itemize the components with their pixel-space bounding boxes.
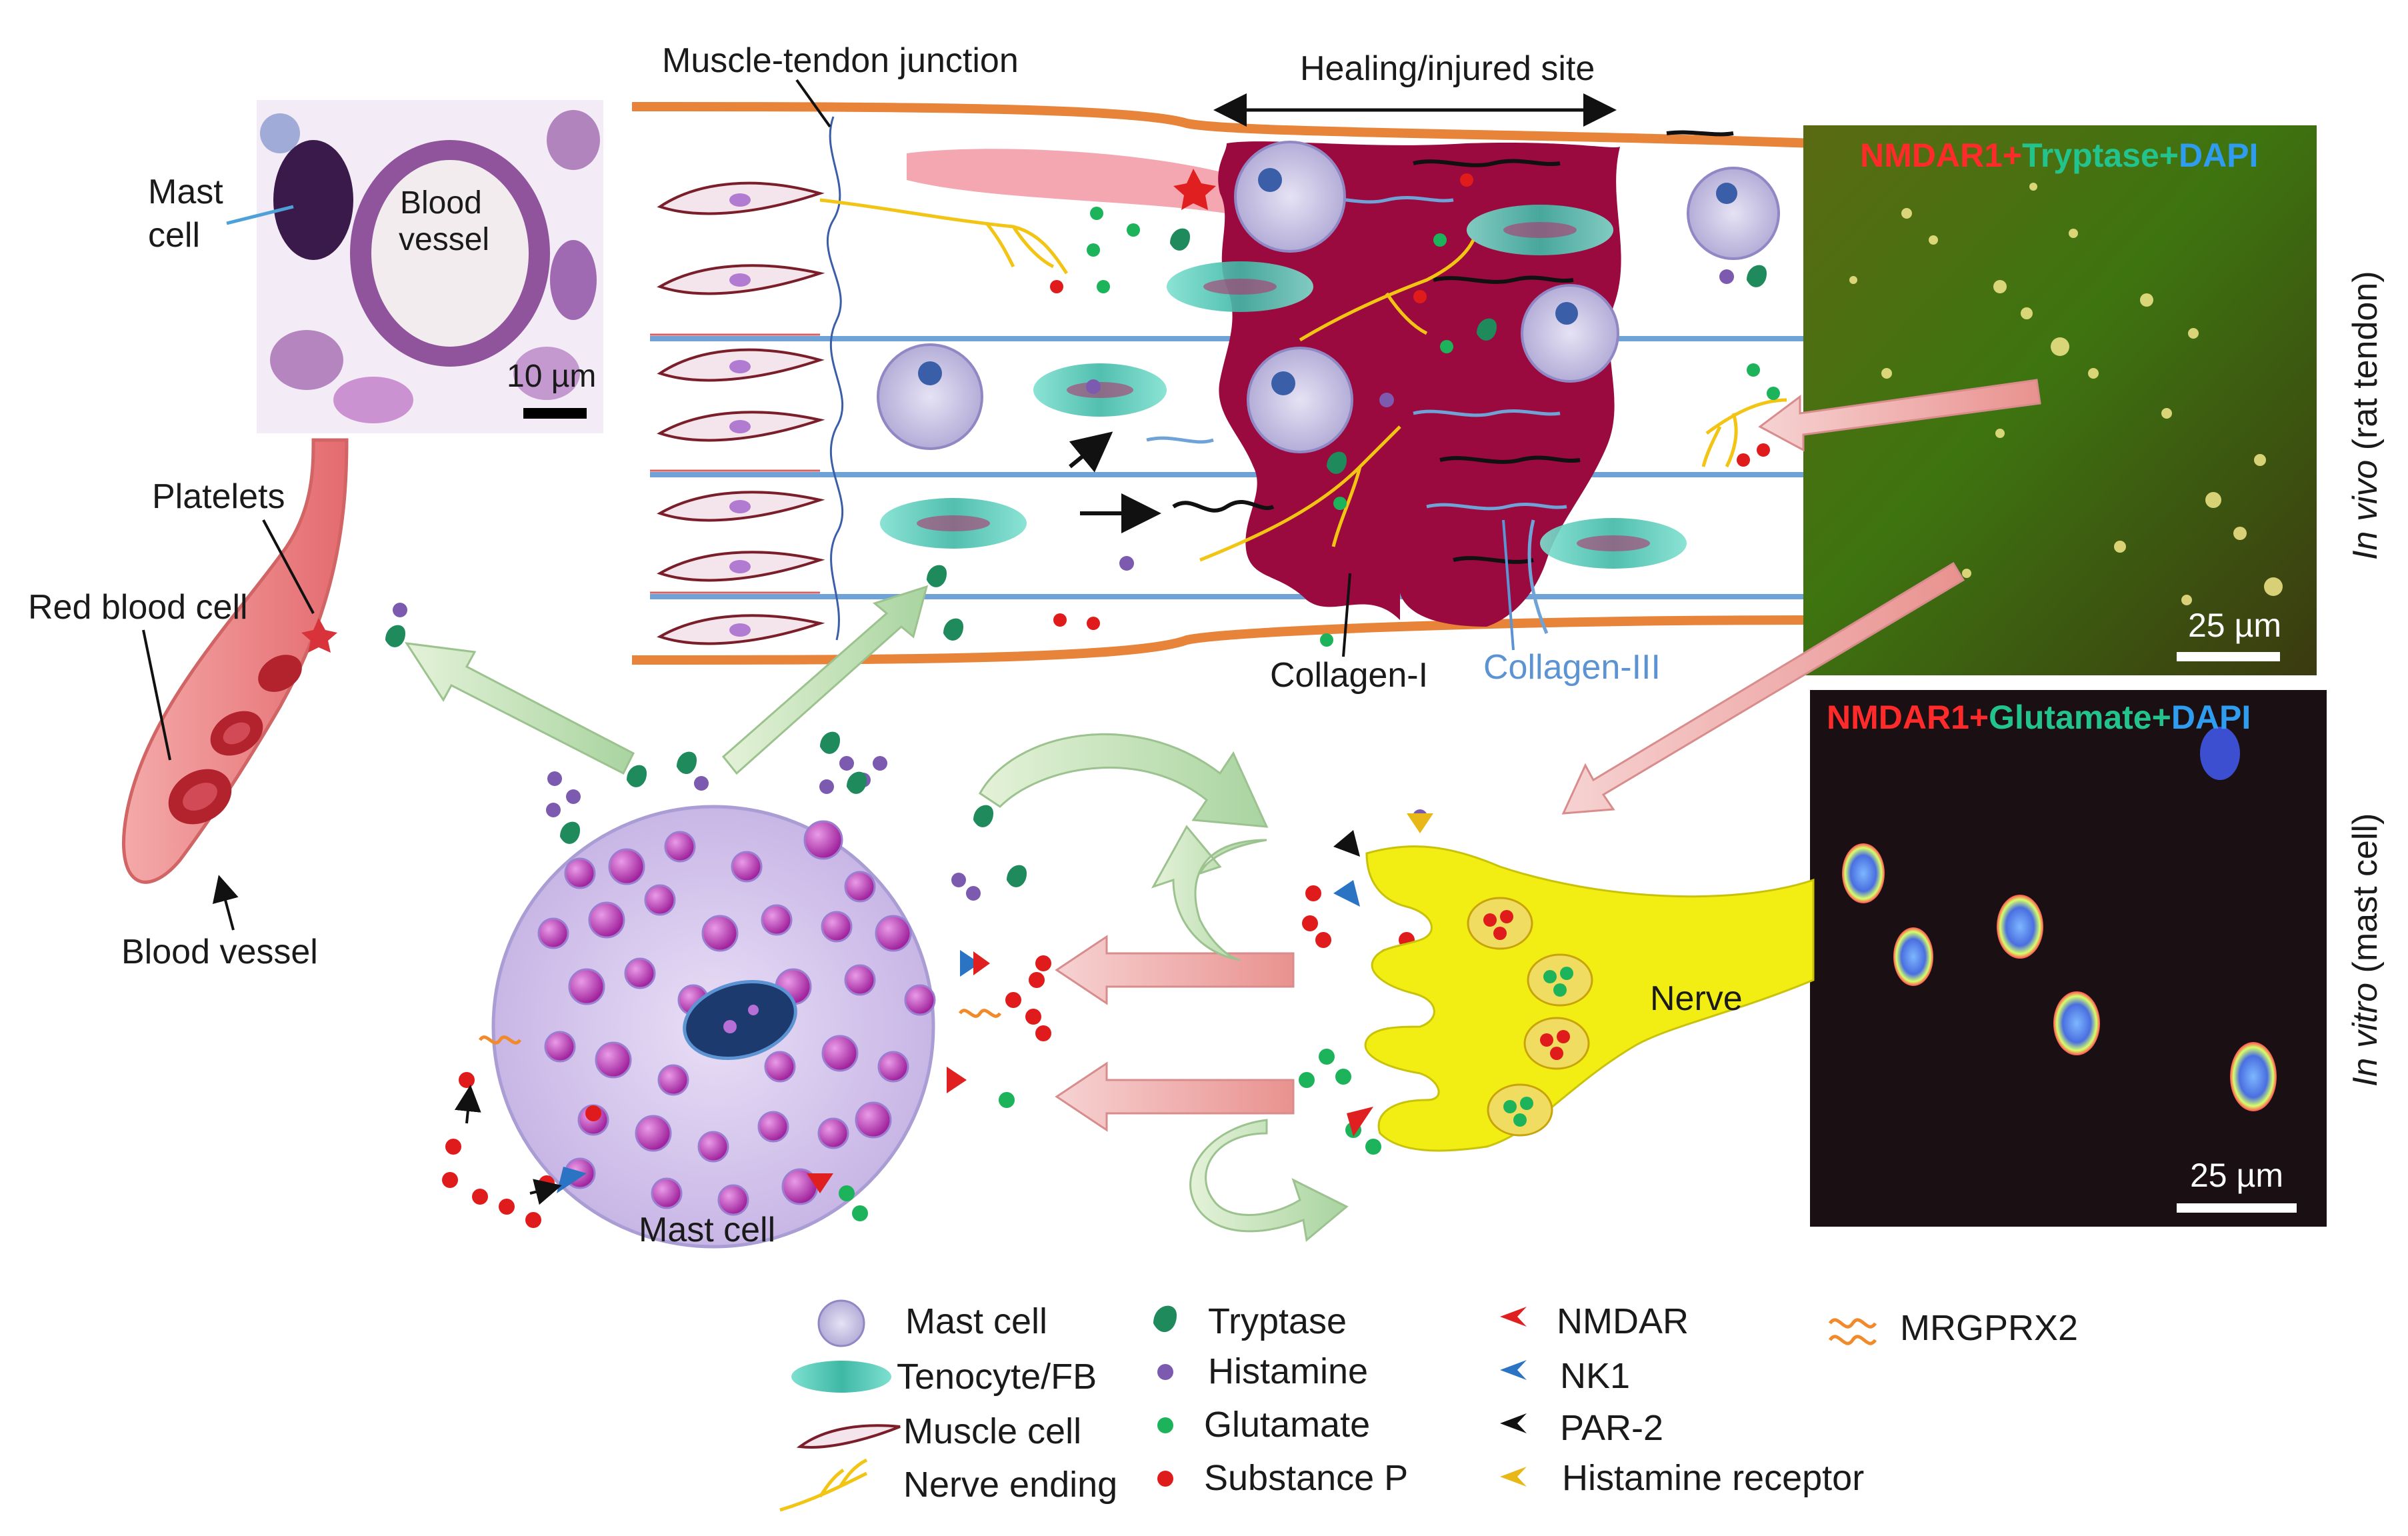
tendon-tissue xyxy=(631,102,1814,665)
legend-mrgprx2: MRGPRX2 xyxy=(1900,1308,2078,1348)
collagen-iii-label: Collagen-III xyxy=(1483,648,1661,687)
blood-vessel-label: Blood vessel xyxy=(121,933,318,971)
legend-glutamate-icon xyxy=(1157,1417,1173,1433)
rbc-pointer xyxy=(142,629,171,761)
in-vitro-side-label: In vitro (mast cell) xyxy=(2346,813,2385,1087)
histology-panel: 10 µm Blood vessel xyxy=(257,100,603,433)
legend-par2-icon xyxy=(1500,1413,1527,1433)
pathway-arrows xyxy=(404,431,1349,1242)
mediators xyxy=(385,173,1780,1228)
mast-cell-main-label: Mast cell xyxy=(639,1211,775,1249)
legend-mrgprx2-icon xyxy=(1828,1318,1877,1345)
main-mast-cell xyxy=(478,805,1002,1249)
nerve-terminal xyxy=(1333,813,1815,1152)
legend-nerve-ending: Nerve ending xyxy=(903,1465,1117,1505)
in-vivo-scale-label: 25 µm xyxy=(2188,607,2281,644)
legend-tryptase-icon xyxy=(1153,1305,1177,1333)
legend-tenocyte: Tenocyte/FB xyxy=(897,1357,1097,1397)
legend-nerve-ending-icon xyxy=(779,1458,868,1512)
in-vitro-micrograph: 25 µm NMDAR1+Glutamate+DAPI xyxy=(1810,690,2327,1227)
legend-nmdar: NMDAR xyxy=(1557,1301,1689,1341)
legend-tenocyte-icon xyxy=(791,1361,891,1393)
legend-histamine: Histamine xyxy=(1208,1351,1368,1391)
legend-muscle-cell: Muscle cell xyxy=(903,1411,1081,1451)
legend-nk1: NK1 xyxy=(1560,1356,1630,1396)
in-vivo-title: NMDAR1+Tryptase+DAPI xyxy=(1860,137,2258,174)
platelets-pointer xyxy=(262,519,315,614)
histo-mast-label: Mast xyxy=(148,173,223,211)
blood-vessel-pointer xyxy=(212,875,239,931)
healing-site-label: Healing/injured site xyxy=(1300,49,1595,88)
legend-muscle-cell-icon xyxy=(796,1424,901,1449)
nerve-label: Nerve xyxy=(1650,979,1743,1018)
histo-mast-pointer xyxy=(226,205,294,225)
legend-tryptase: Tryptase xyxy=(1208,1301,1347,1341)
in-vitro-scale-label: 25 µm xyxy=(2190,1157,2283,1194)
legend-mast-cell-icon xyxy=(817,1299,865,1347)
collagen-i-pointer xyxy=(1342,573,1351,657)
legend-substance-p-icon xyxy=(1157,1471,1173,1487)
mtj-pointer xyxy=(795,79,831,128)
legend-nmdar-icon xyxy=(1500,1307,1527,1327)
histo-cell-label: cell xyxy=(148,216,200,255)
red-blood-cell-label: Red blood cell xyxy=(28,588,248,627)
in-vitro-title: NMDAR1+Glutamate+DAPI xyxy=(1827,699,2251,736)
legend-histamine-receptor: Histamine receptor xyxy=(1562,1458,1864,1498)
legend-par2: PAR-2 xyxy=(1560,1408,1663,1448)
collagen-i-label: Collagen-I xyxy=(1270,656,1428,695)
collagen-iii-pointer xyxy=(1502,519,1515,651)
histo-vessel-label: vessel xyxy=(399,222,489,257)
in-vivo-micrograph: 25 µm NMDAR1+Tryptase+DAPI xyxy=(1803,125,2317,675)
legend-histamine-icon xyxy=(1157,1364,1173,1380)
platelets-label: Platelets xyxy=(152,477,285,516)
blood-vessel xyxy=(122,438,349,884)
histo-scale-label: 10 µm xyxy=(507,359,596,394)
legend-substance-p: Substance P xyxy=(1204,1458,1408,1498)
legend-nk1-icon xyxy=(1500,1360,1527,1380)
legend-histamine-receptor-icon xyxy=(1500,1467,1527,1487)
histo-blood-label: Blood xyxy=(400,185,482,221)
legend-mast-cell: Mast cell xyxy=(905,1301,1047,1341)
muscle-tendon-junction-label: Muscle-tendon junction xyxy=(662,41,1019,80)
legend: Mast cell Tenocyte/FB Muscle cell Nerve … xyxy=(779,1299,2078,1512)
micrograph-arrows xyxy=(1561,379,2041,815)
legend-glutamate: Glutamate xyxy=(1204,1405,1370,1445)
in-vivo-side-label: In vivo (rat tendon) xyxy=(2346,271,2385,560)
